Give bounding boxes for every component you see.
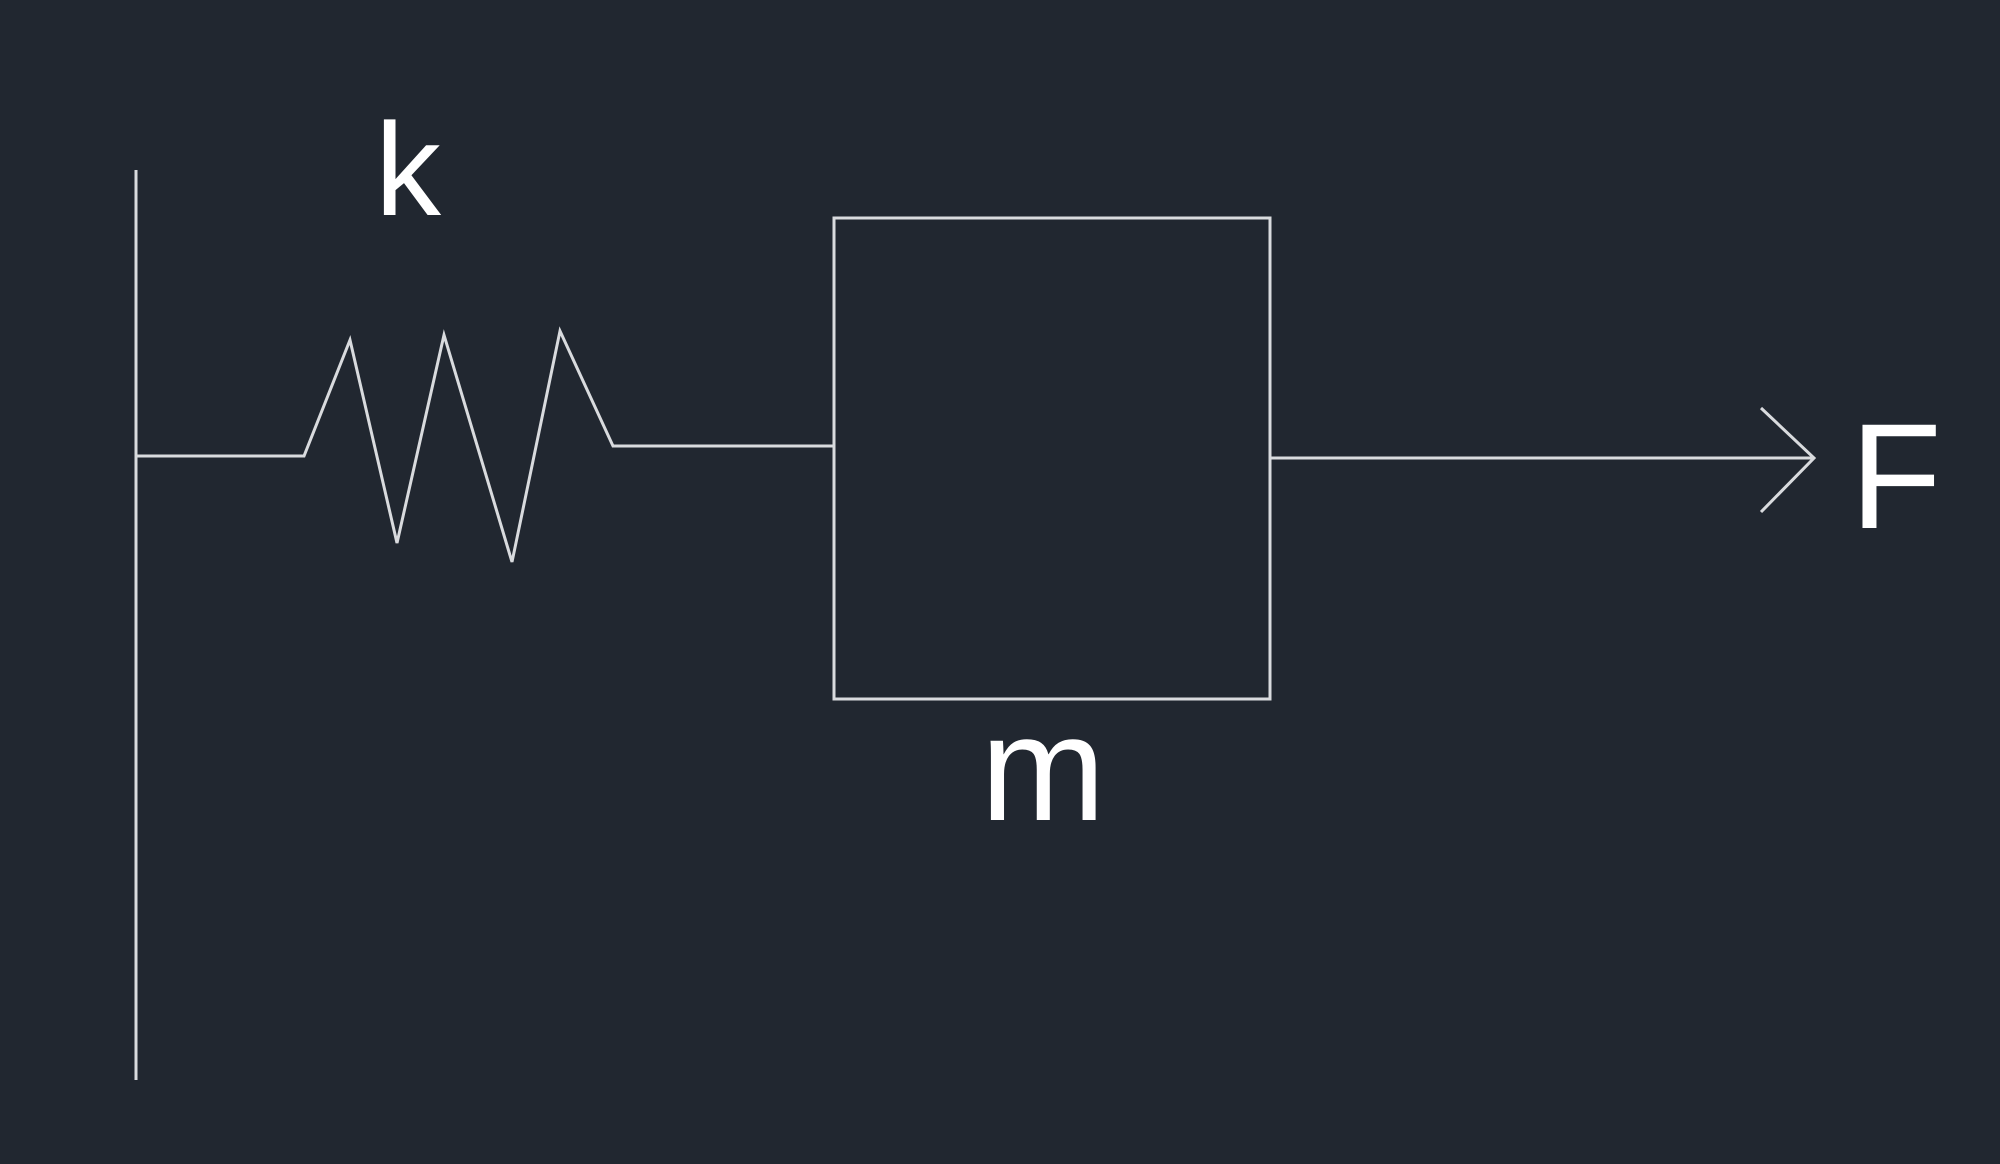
force-label-f: F bbox=[1850, 392, 1942, 560]
mass-block bbox=[832, 216, 1272, 701]
spring-label-k: k bbox=[375, 96, 442, 243]
force-arrow-head bbox=[1759, 406, 1817, 514]
mass-label-m: m bbox=[981, 684, 1106, 852]
spring-zigzag bbox=[136, 326, 834, 563]
